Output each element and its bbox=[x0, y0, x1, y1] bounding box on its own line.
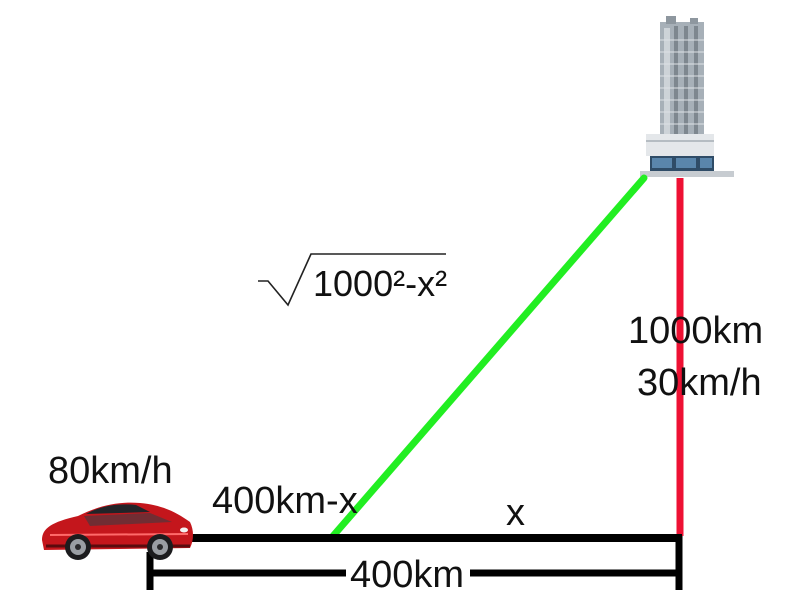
vertical-speed-label: 30km/h bbox=[637, 362, 762, 404]
far-segment-label: x bbox=[506, 492, 525, 534]
car-speed-label: 80km/h bbox=[48, 450, 173, 492]
vertical-distance-label: 1000km bbox=[628, 310, 764, 352]
car-icon bbox=[42, 502, 193, 560]
near-segment-label: 400km-x bbox=[212, 480, 358, 522]
distance-bracket bbox=[146, 536, 683, 590]
hypotenuse-expression: 1000²-x² bbox=[313, 263, 448, 304]
sqrt-symbol bbox=[258, 253, 446, 307]
building-icon bbox=[640, 16, 734, 177]
hypotenuse-line bbox=[329, 174, 648, 540]
total-distance-label: 400km bbox=[350, 554, 465, 596]
